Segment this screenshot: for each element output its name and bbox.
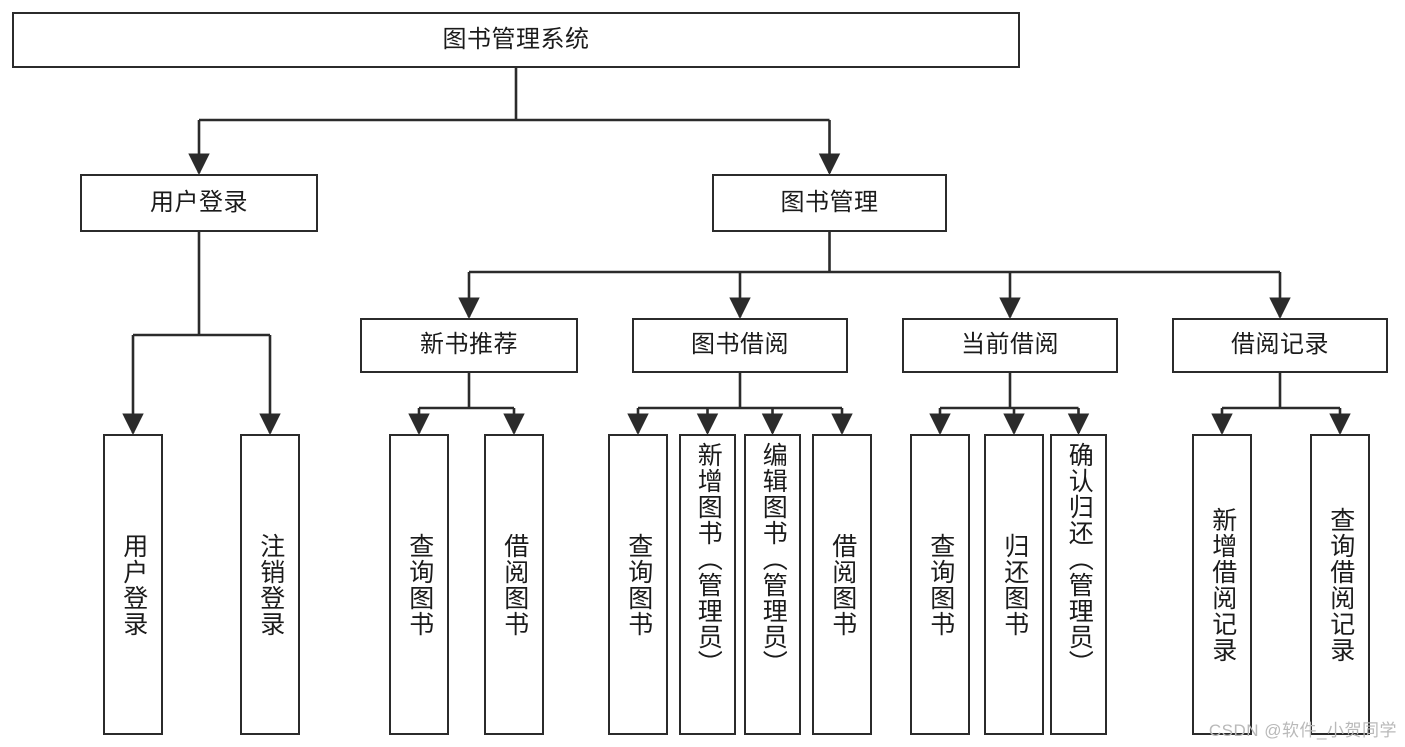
- node-book-manage[interactable]: 图书管理: [712, 174, 947, 232]
- node-label: 查询借阅记录: [1326, 506, 1355, 663]
- node-user-login[interactable]: 用户登录: [80, 174, 318, 232]
- node-leaf-add-rec[interactable]: 新增借阅记录: [1192, 434, 1252, 735]
- node-leaf-return[interactable]: 归还图书: [984, 434, 1044, 735]
- node-new-book-rec[interactable]: 新书推荐: [360, 318, 578, 373]
- node-label: 借阅图书: [500, 532, 529, 637]
- node-label: 新增借阅记录: [1208, 506, 1237, 663]
- node-leaf-b-book-2[interactable]: 借阅图书: [812, 434, 872, 735]
- node-leaf-confirm[interactable]: 确认归还（管理员）: [1050, 434, 1107, 735]
- node-label: 借阅记录: [1231, 331, 1329, 359]
- node-label: 查询图书: [624, 532, 653, 637]
- node-leaf-add-book[interactable]: 新增图书（管理员）: [679, 434, 736, 735]
- node-label: 图书管理: [780, 188, 879, 216]
- node-leaf-q-book-2[interactable]: 查询图书: [608, 434, 668, 735]
- node-label: 新增图书（管理员）: [694, 442, 723, 676]
- node-leaf-b-book-1[interactable]: 借阅图书: [484, 434, 544, 735]
- node-label: 借阅图书: [828, 532, 857, 637]
- node-leaf-q-rec[interactable]: 查询借阅记录: [1310, 434, 1370, 735]
- node-label: 查询图书: [926, 532, 955, 637]
- node-leaf-q-book-3[interactable]: 查询图书: [910, 434, 970, 735]
- node-label: 查询图书: [405, 532, 434, 637]
- node-label: 用户登录: [150, 188, 248, 216]
- node-label: 编辑图书（管理员）: [759, 442, 788, 676]
- watermark-text: CSDN @软件_小贺同学: [1208, 721, 1397, 740]
- node-label: 新书推荐: [420, 331, 518, 359]
- node-label: 归还图书: [1000, 532, 1029, 637]
- node-current-borrow[interactable]: 当前借阅: [902, 318, 1118, 373]
- node-label: 图书借阅: [691, 331, 789, 359]
- node-label: 注销登录: [256, 532, 285, 637]
- node-leaf-edit-book[interactable]: 编辑图书（管理员）: [744, 434, 801, 735]
- node-leaf-q-book-1[interactable]: 查询图书: [389, 434, 449, 735]
- node-book-borrow[interactable]: 图书借阅: [632, 318, 848, 373]
- node-label: 图书管理系统: [442, 25, 590, 53]
- node-leaf-logout[interactable]: 注销登录: [240, 434, 300, 735]
- node-label: 确认归还（管理员）: [1065, 442, 1094, 676]
- node-borrow-record[interactable]: 借阅记录: [1172, 318, 1388, 373]
- node-leaf-user-login[interactable]: 用户登录: [103, 434, 163, 735]
- node-label: 用户登录: [119, 532, 148, 637]
- node-root[interactable]: 图书管理系统: [12, 12, 1020, 68]
- node-label: 当前借阅: [961, 331, 1059, 359]
